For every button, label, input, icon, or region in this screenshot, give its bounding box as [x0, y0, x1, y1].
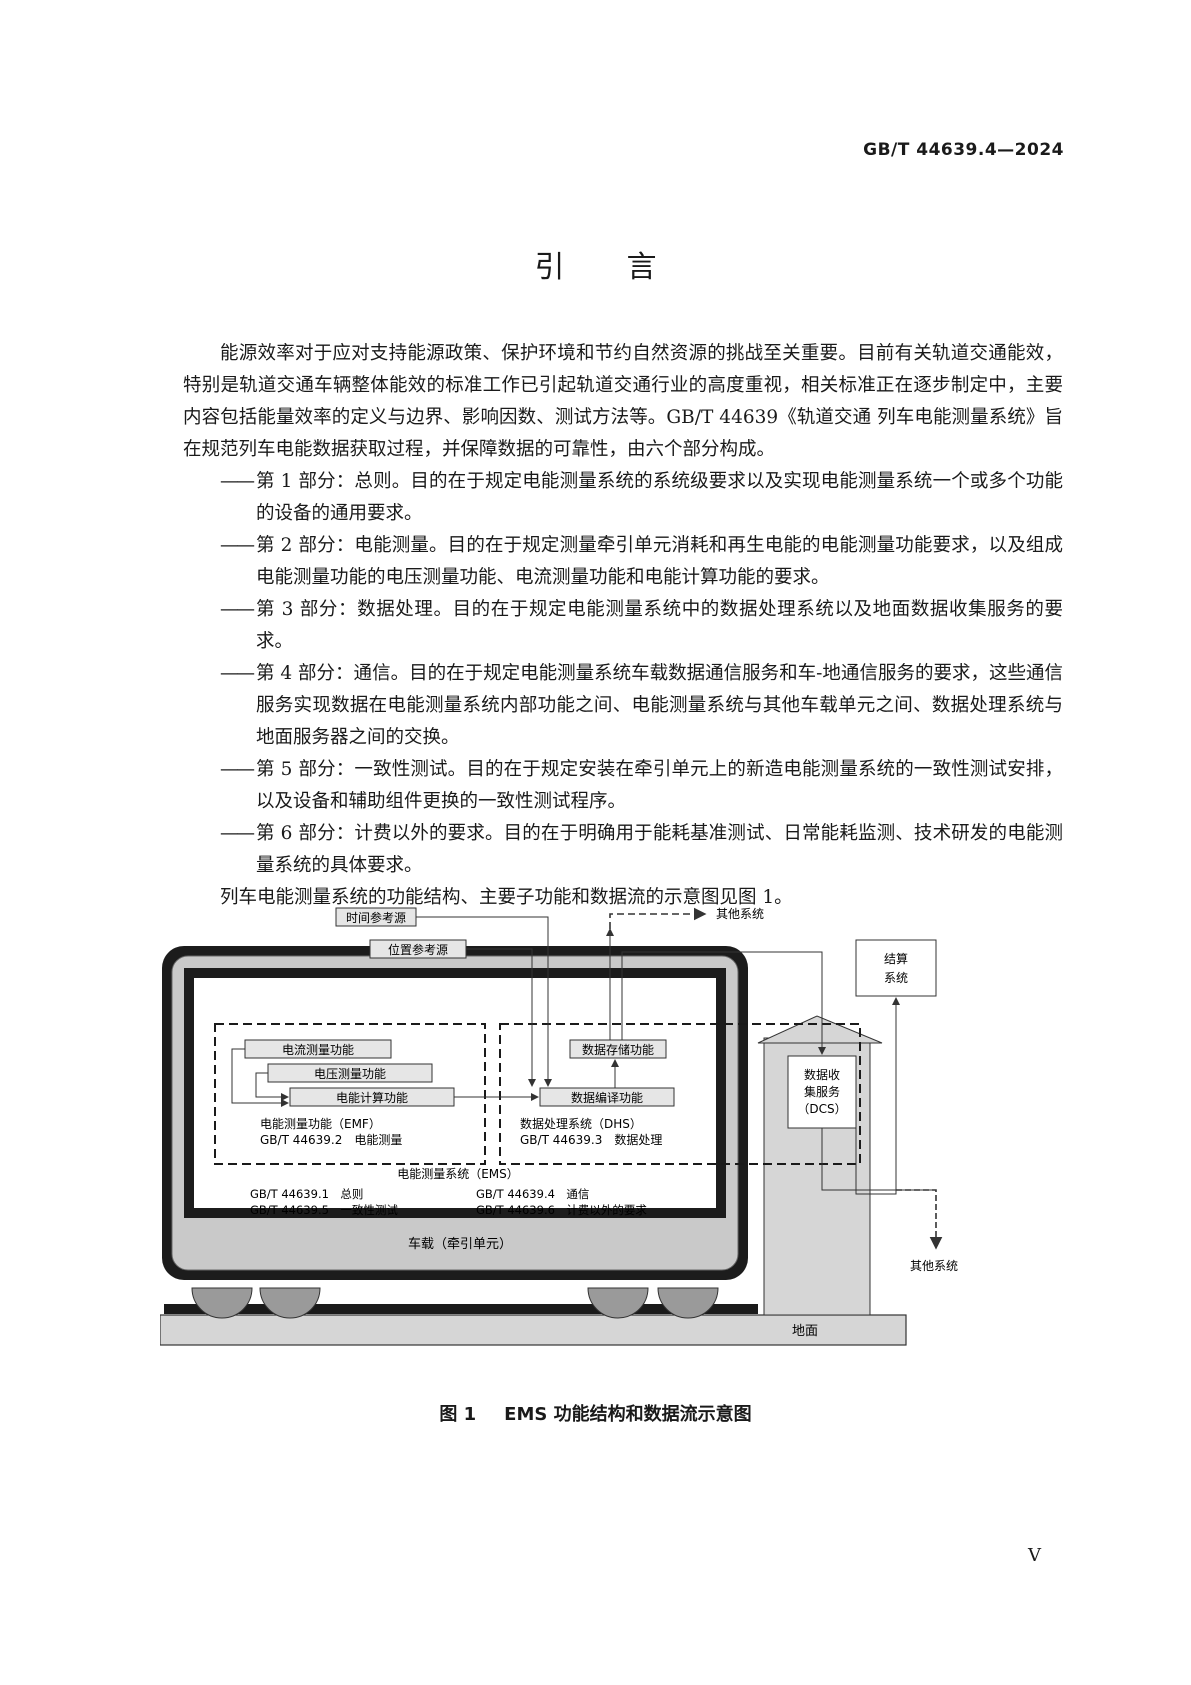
dcs-label: 数据收: [804, 1067, 840, 1082]
flow-arrow: [231, 1048, 289, 1107]
dashed-flow: [896, 1189, 943, 1250]
data-compile-box: [539, 1087, 675, 1107]
intro-paragraph: 能源效率对于应对支持能源政策、保护环境和节约自然资源的挑战至关重要。目前有关轨道…: [183, 343, 1063, 460]
data-compile-label: 数据编译功能: [571, 1090, 643, 1105]
flow-arrow: [416, 916, 552, 1087]
data-storage-label: 数据存储功能: [582, 1042, 654, 1057]
list-item: 第 5 部分：一致性测试。目的在于规定安装在牵引单元上的新造电能测量系统的一致性…: [220, 754, 1063, 818]
dash-marker: [220, 658, 256, 754]
flow-arrow: [466, 948, 536, 1087]
list-item: 第 6 部分：计费以外的要求。目的在于明确用于能耗基准测试、日常能耗监测、技术研…: [220, 818, 1063, 882]
document-body: 能源效率对于应对支持能源政策、保护环境和节约自然资源的挑战至关重要。目前有关轨道…: [183, 338, 1063, 914]
onboard-label: 车载（牵引单元）: [408, 1236, 512, 1252]
energy-calc-label: 电能计算功能: [336, 1090, 408, 1105]
std-label: GB/T 44639.6 计费以外的要求: [476, 1203, 647, 1217]
flow-arrow: [855, 997, 900, 1195]
flow-arrow: [621, 951, 826, 1055]
list-item-text: 第 3 部分：数据处理。目的在于规定电能测量系统中的数据处理系统以及地面数据收集…: [256, 599, 1063, 652]
ground-label: 地面: [792, 1324, 818, 1339]
dash-marker: [220, 530, 256, 594]
ems-label: 电能测量系统（EMS）: [397, 1167, 519, 1181]
ground-bar: [160, 1314, 907, 1346]
figure-title: EMS 功能结构和数据流示意图: [504, 1404, 752, 1425]
dash-marker: [220, 754, 256, 818]
page-number: V: [1028, 1545, 1041, 1566]
figure-caption: 图 1 EMS 功能结构和数据流示意图: [0, 1400, 1191, 1426]
list-item: 第 2 部分：电能测量。目的在于规定测量牵引单元消耗和再生电能的电能测量功能要求…: [220, 530, 1063, 594]
page-title: 引言: [534, 250, 719, 285]
list-item: 第 3 部分：数据处理。目的在于规定电能测量系统中的数据处理系统以及地面数据收集…: [220, 594, 1063, 658]
emf-box: [214, 1023, 486, 1165]
other-systems-bottom: 其他系统: [910, 1259, 958, 1273]
emf-label: GB/T 44639.2 电能测量: [260, 1133, 402, 1147]
dash-marker: [220, 818, 256, 882]
figure-number: 图 1: [439, 1404, 477, 1425]
std-label: GB/T 44639.5 一致性测试: [250, 1203, 398, 1217]
standard-code: GB/T 44639.4—2024: [863, 140, 1064, 160]
figure-intro: 列车电能测量系统的功能结构、主要子功能和数据流的示意图见图 1。: [220, 887, 793, 908]
emf-label: 电能测量功能（EMF）: [260, 1117, 381, 1131]
dcs-box: [787, 1055, 857, 1129]
list-item: 第 1 部分：总则。目的在于规定电能测量系统的系统级要求以及实现电能测量系统一个…: [220, 466, 1063, 530]
current-meas-label: 电流测量功能: [282, 1043, 354, 1057]
dhs-box: [499, 1023, 861, 1165]
dhs-label: GB/T 44639.3 数据处理: [520, 1132, 662, 1147]
wheel: [657, 1287, 719, 1319]
settlement-label: 系统: [884, 971, 908, 985]
list-item-text: 第 1 部分：总则。目的在于规定电能测量系统的系统级要求以及实现电能测量系统一个…: [256, 471, 1063, 524]
std-label: GB/T 44639.4 通信: [476, 1187, 589, 1201]
settlement-label: 结算: [884, 951, 908, 966]
dcs-roof: [757, 1015, 883, 1044]
wheel: [587, 1287, 649, 1319]
list-item-text: 第 2 部分：电能测量。目的在于规定测量牵引单元消耗和再生电能的电能测量功能要求…: [256, 535, 1063, 588]
list-item-text: 第 4 部分：通信。目的在于规定电能测量系统车载数据通信服务和车-地通信服务的要…: [256, 663, 1063, 748]
list-item-text: 第 5 部分：一致性测试。目的在于规定安装在牵引单元上的新造电能测量系统的一致性…: [256, 759, 1063, 812]
dash-marker: [220, 466, 256, 530]
pos-ref-label: 位置参考源: [388, 942, 448, 957]
dhs-label: 数据处理系统（DHS）: [520, 1116, 642, 1131]
wheel: [259, 1287, 321, 1319]
std-label: GB/T 44639.1 总则: [250, 1187, 363, 1201]
wheel: [191, 1287, 253, 1319]
ems-diagram: 地面 车载（牵引单元） 数据收 集服务 （DCS） 结算 系统 电流测量功能 电…: [160, 907, 958, 1346]
dcs-label: 集服务: [804, 1084, 840, 1099]
other-systems-top: 其他系统: [716, 907, 764, 921]
parts-list: 第 1 部分：总则。目的在于规定电能测量系统的系统级要求以及实现电能测量系统一个…: [183, 466, 1063, 882]
dash-marker: [220, 594, 256, 658]
list-item-text: 第 6 部分：计费以外的要求。目的在于明确用于能耗基准测试、日常能耗监测、技术研…: [256, 823, 1063, 876]
flow-arrow: [255, 1072, 289, 1101]
list-item: 第 4 部分：通信。目的在于规定电能测量系统车载数据通信服务和车-地通信服务的要…: [220, 658, 1063, 754]
rail: [164, 1304, 758, 1314]
data-storage-box: [569, 1039, 667, 1059]
settlement-box: [855, 939, 937, 997]
dcs-label: （DCS）: [797, 1102, 846, 1116]
time-ref-label: 时间参考源: [346, 910, 406, 925]
dashed-flow: [609, 907, 707, 929]
voltage-meas-label: 电压测量功能: [314, 1067, 386, 1081]
